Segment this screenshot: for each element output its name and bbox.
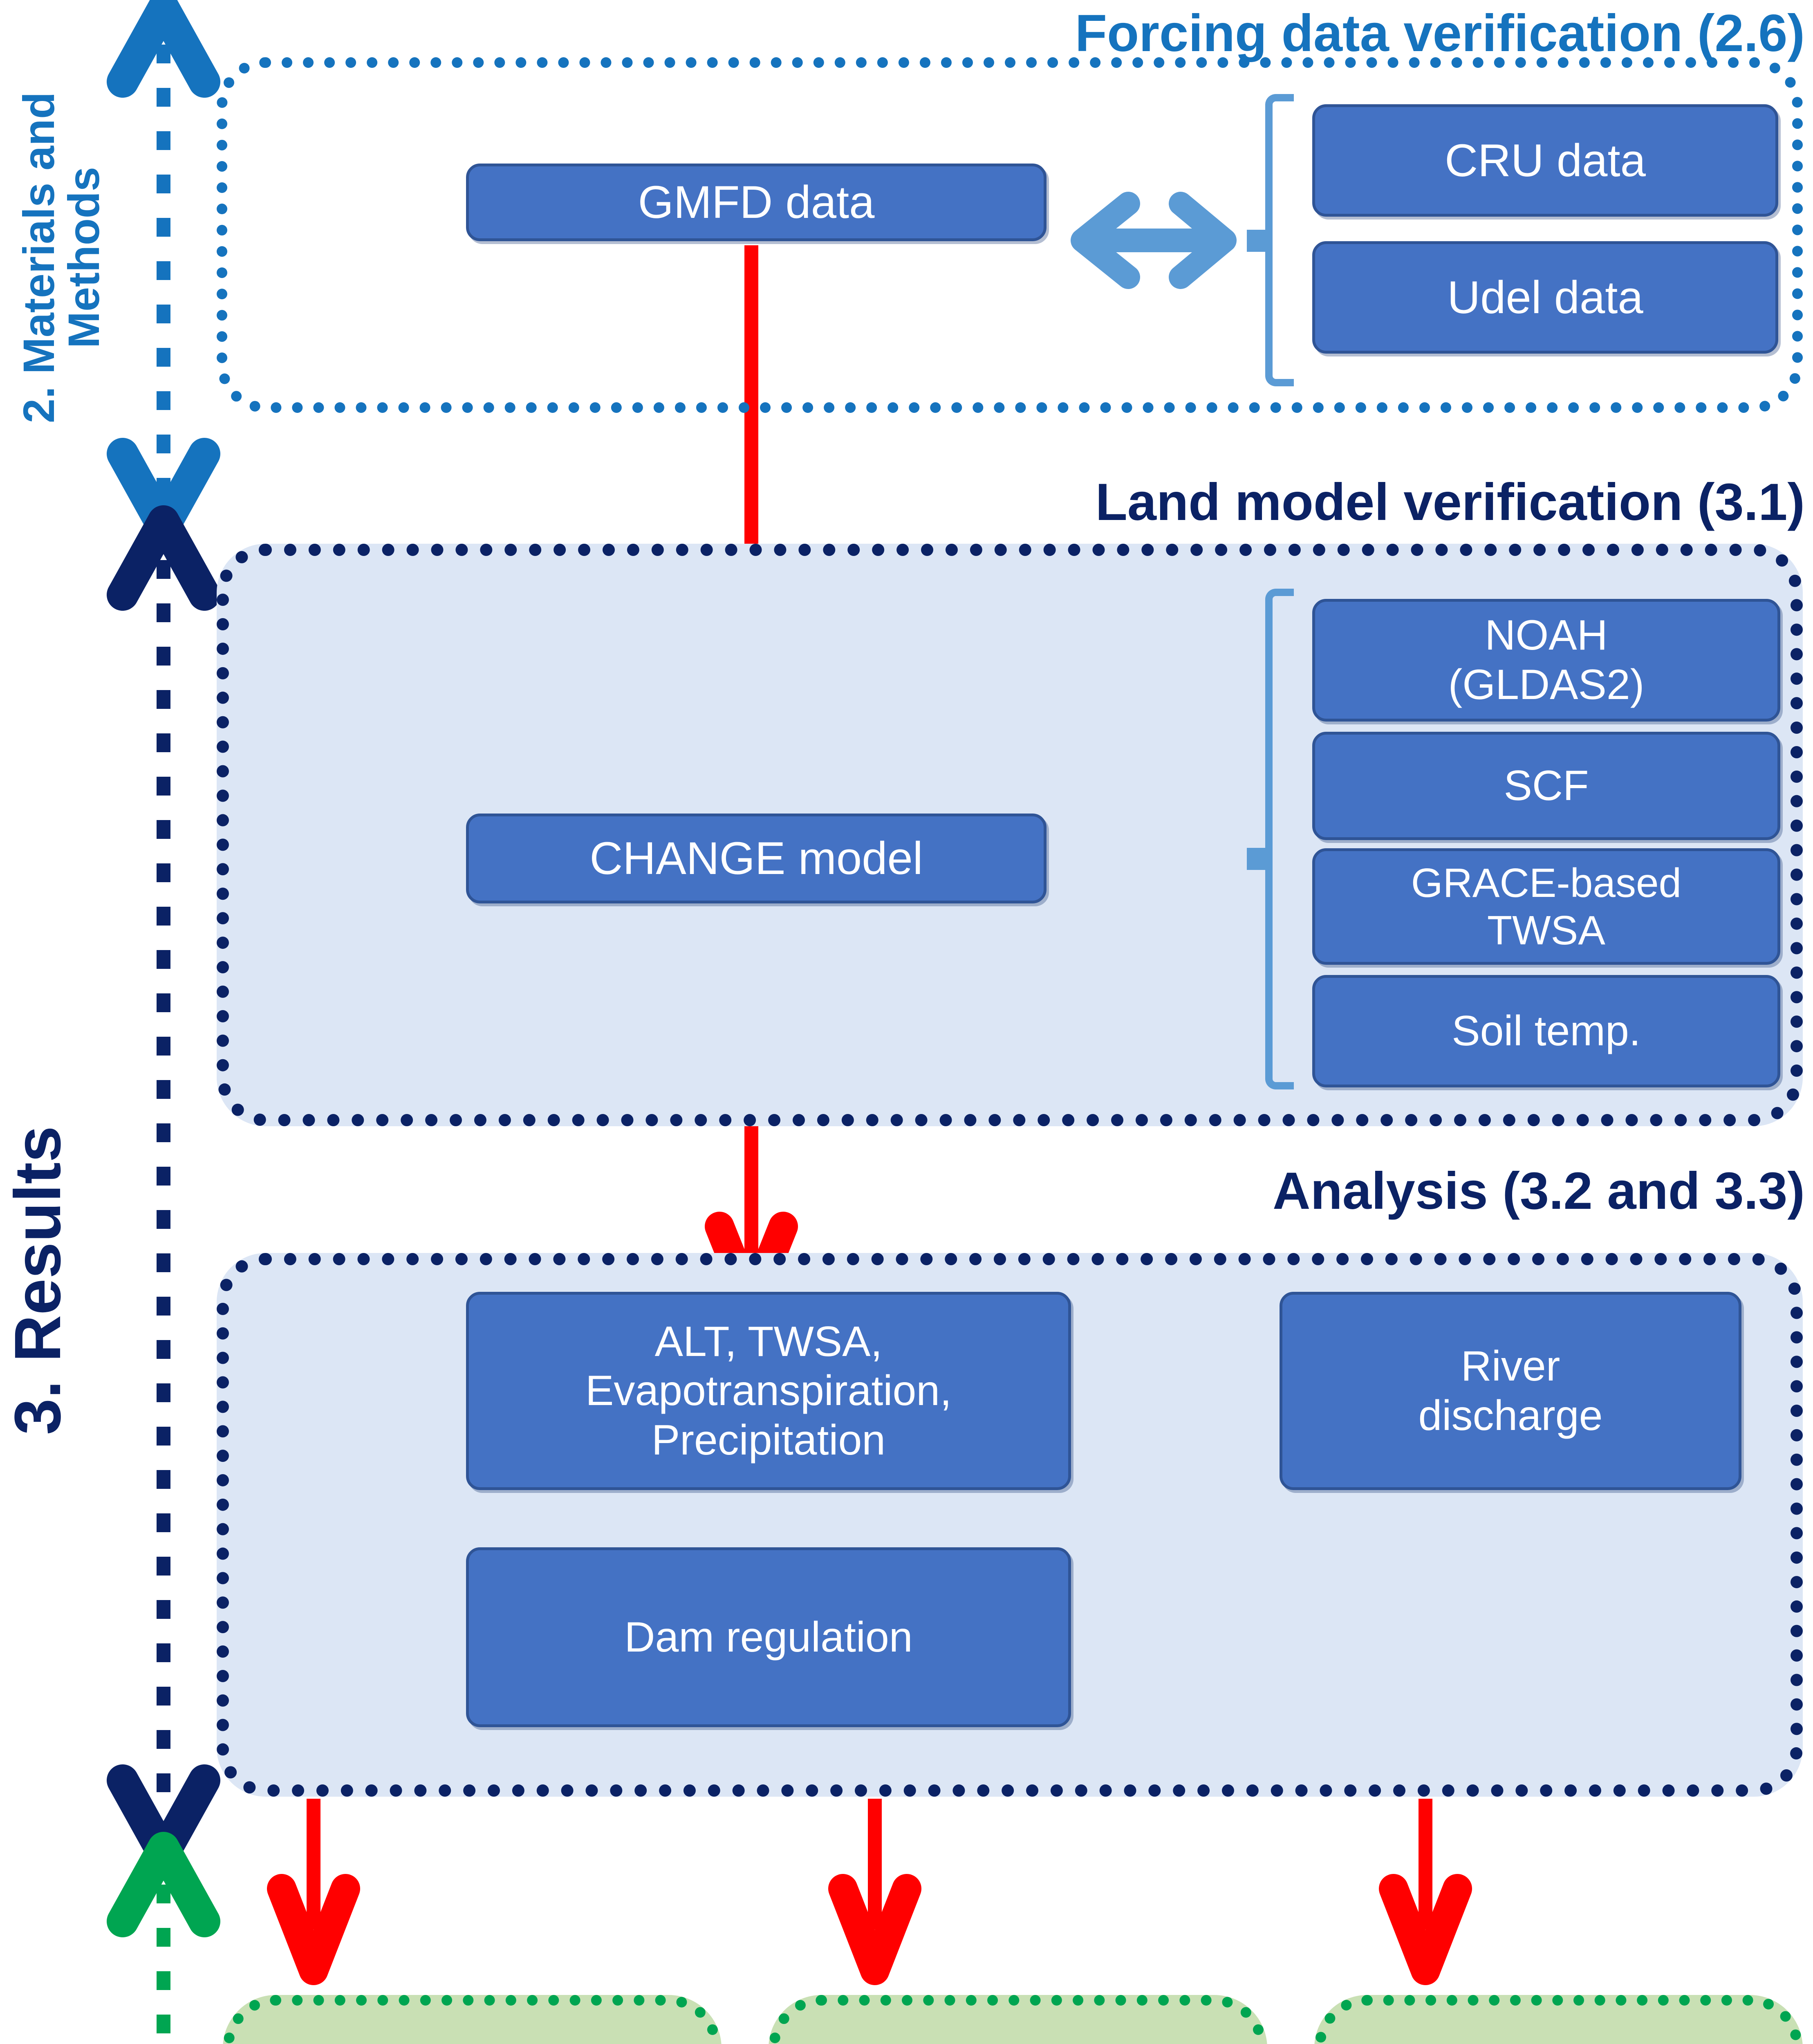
box-dam-regulation[interactable]: Dam regulation xyxy=(466,1547,1071,1727)
bracket-land-nub xyxy=(1247,848,1271,870)
box-noah-gldas2[interactable]: NOAH (GLDAS2) xyxy=(1312,599,1780,722)
box-udel-data[interactable]: Udel data xyxy=(1312,241,1778,354)
green-box-4-1[interactable] xyxy=(223,1995,722,2044)
box-alt-twsa-et-precip[interactable]: ALT, TWSA, Evapotranspiration, Precipita… xyxy=(466,1292,1071,1490)
flow-arrow-to-discussion-2 xyxy=(828,1799,921,1985)
section-title-land-model: Land model verification (3.1) xyxy=(1095,473,1805,531)
box-scf[interactable]: SCF xyxy=(1312,732,1780,840)
rail-label-results: 3. Results xyxy=(1,1126,74,1435)
bracket-land-compare xyxy=(1265,589,1294,1089)
green-box-4-1-label: Effect of permafrost warming on summer d… xyxy=(243,2015,701,2044)
rail-label-materials-line2: Methods xyxy=(59,167,109,348)
box-gmfd-data[interactable]: GMFD data xyxy=(466,164,1047,241)
green-box-4-3[interactable] xyxy=(1314,1995,1803,2044)
section-title-forcing: Forcing data verification (2.6) xyxy=(1075,4,1805,63)
rail-label-materials-line1: 2. Materials and xyxy=(14,92,63,424)
section-title-analysis: Analysis (3.2 and 3.3) xyxy=(1273,1162,1805,1220)
flow-arrow-to-discussion-3 xyxy=(1379,1799,1472,1985)
box-cru-data[interactable]: CRU data xyxy=(1312,104,1778,217)
box-river-discharge[interactable]: River discharge xyxy=(1280,1292,1741,1490)
rail-label-materials-methods: 2. Materials and Methods xyxy=(14,49,109,466)
rail-results xyxy=(107,505,220,1870)
box-change-model[interactable]: CHANGE model xyxy=(466,814,1047,903)
box-grace-twsa[interactable]: GRACE-based TWSA xyxy=(1312,848,1780,965)
bracket-forcing-nub xyxy=(1247,230,1271,252)
green-box-4-2-label: Artificial impact of dam regulation on w… xyxy=(789,2015,1247,2044)
box-soil-temp[interactable]: Soil temp. xyxy=(1312,975,1780,1087)
rail-materials-methods xyxy=(107,0,220,543)
green-box-4-3-label: Climate memory (4.3) xyxy=(1335,2015,1782,2044)
group-forcing-data-verification xyxy=(217,57,1803,413)
flow-arrow-to-discussion-1 xyxy=(267,1799,360,1985)
rail-discussion xyxy=(107,1832,220,2044)
